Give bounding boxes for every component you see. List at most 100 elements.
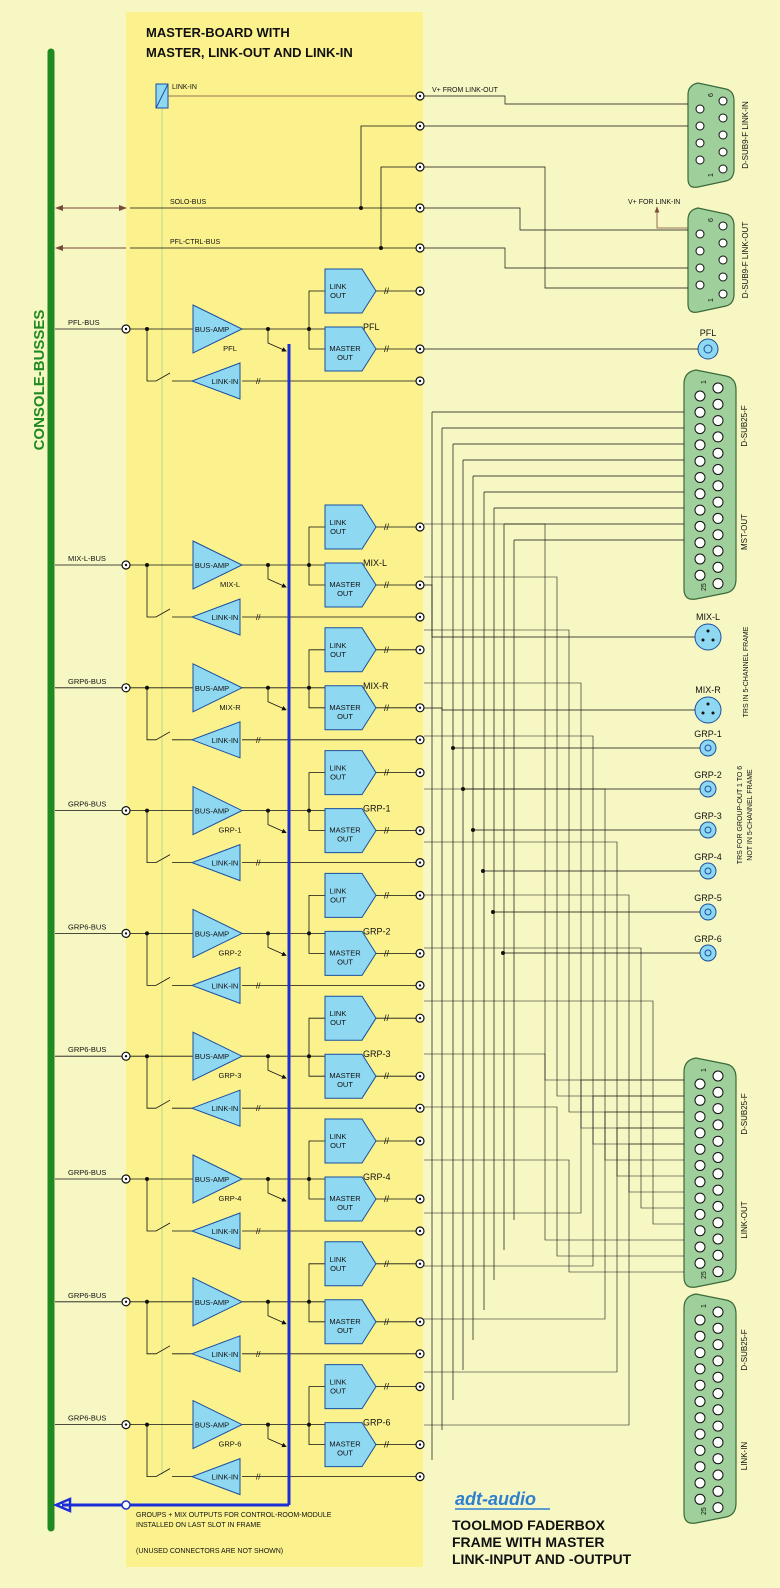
master-out-block <box>324 930 377 976</box>
dsub25-pin <box>694 472 706 483</box>
link-out-block <box>324 995 377 1041</box>
link-out-label-1: LINK <box>330 1009 347 1018</box>
link-in-label: LINK-IN <box>212 1227 239 1236</box>
bus-amp-block <box>192 1276 244 1327</box>
link-in-block <box>190 721 241 759</box>
dsub25-pin <box>694 1396 706 1407</box>
master-out-name: GRP-4 <box>363 1172 391 1182</box>
master-out-label-1: MASTER <box>329 1071 361 1080</box>
header-line-2: MASTER, LINK-OUT AND LINK-IN <box>146 45 353 60</box>
dsub25-pin <box>712 1200 724 1212</box>
bus-amp-name: GRP-2 <box>219 948 242 957</box>
link-out-label-2: OUT <box>330 1387 346 1396</box>
grp-jack-label: GRP-3 <box>694 811 722 821</box>
master-out-name: GRP-1 <box>363 804 391 814</box>
channel-strip: GRP6-BUSBUS-AMPLINK-INLINKOUTMASTEROUT//… <box>55 1241 425 1373</box>
svg-text://: // <box>384 1382 390 1392</box>
svg-text://: // <box>384 522 390 532</box>
bus-amp-label: BUS-AMP <box>195 1421 229 1430</box>
link-out-label-1: LINK <box>330 764 347 773</box>
dsub25-pin <box>694 406 706 418</box>
link-out-block <box>324 268 377 314</box>
grp-jack-label: GRP-5 <box>694 893 722 903</box>
dsub25-pin <box>694 1208 706 1220</box>
master-out-label-1: MASTER <box>329 1440 361 1449</box>
dsub9-pin <box>718 238 728 248</box>
dsub25-pin <box>694 1257 706 1269</box>
link-in-relay-label: LINK-IN <box>172 84 197 91</box>
dsub25-pin <box>694 1241 706 1253</box>
svg-text://: // <box>384 1194 390 1204</box>
dsub25-pin <box>694 439 706 451</box>
master-board <box>126 12 423 1567</box>
dsub25-pin <box>712 1119 724 1131</box>
master-out-name: GRP-3 <box>363 1049 391 1059</box>
dsub25-pin <box>712 529 724 541</box>
dsub25-pin <box>712 1070 724 1082</box>
dsub25-pin <box>694 1379 706 1391</box>
dsub25-shell <box>683 1057 737 1288</box>
dsub25-pin <box>712 447 724 459</box>
bus-label: PFL-BUS <box>68 318 100 327</box>
link-in-block <box>190 966 241 1005</box>
dsub25-pin <box>712 1184 724 1196</box>
dsub9-pin <box>695 104 705 114</box>
bus-amp-name: MIX-L <box>220 580 240 589</box>
right-outputs: PFL MIX-L MIX-R TRS IN 5-CHANNEL FRAME T… <box>694 328 754 962</box>
master-out-label-2: OUT <box>337 1449 353 1458</box>
channel-strip: MIX-L-BUSBUS-AMPMIX-LLINK-INLINKOUTMASTE… <box>55 504 425 636</box>
bus-amp-block <box>192 908 244 959</box>
svg-text://: // <box>384 286 390 296</box>
svg-text://: // <box>384 645 390 655</box>
bus-amp-name: GRP-6 <box>219 1440 242 1449</box>
dsub25-pin <box>712 1217 724 1229</box>
bus-amp-label: BUS-AMP <box>195 807 229 816</box>
solo-bus-label: SOLO-BUS <box>170 199 207 206</box>
dsub9-pin-bottom: 1 <box>708 173 715 177</box>
bus-amp-block <box>192 1399 244 1450</box>
bus-amp-name: MIX-R <box>219 703 241 712</box>
dsub25-pin <box>712 1502 724 1514</box>
dsub25-type: D-SUB25-F <box>740 1093 749 1134</box>
dsub25-pin <box>694 1444 706 1456</box>
dsub25-pin <box>694 390 706 402</box>
link-out-block <box>324 1364 377 1410</box>
master-out-label-2: OUT <box>337 835 353 844</box>
svg-text://: // <box>256 377 261 386</box>
link-in-label: LINK-IN <box>212 736 239 745</box>
link-in-label: LINK-IN <box>212 1104 239 1113</box>
grp-note-2: NOT IN 5-CHANNEL FRAME <box>747 769 754 861</box>
bus-label: GRP6-BUS <box>68 1168 106 1177</box>
dsub25-pin-bottom: 25 <box>701 1507 708 1515</box>
xlr-mix-l-label: MIX-L <box>696 612 720 622</box>
link-out-block <box>324 1118 377 1164</box>
dsub9-pin <box>718 255 728 265</box>
console-busses-label: CONSOLE-BUSSES <box>31 310 48 451</box>
dsub9-pin <box>718 147 728 157</box>
dsub9-pin <box>718 96 728 106</box>
dsub25-pin-top: 1 <box>701 1068 708 1072</box>
master-out-block <box>324 685 377 731</box>
dsub9-pin <box>695 155 705 165</box>
link-in-block <box>190 1335 241 1373</box>
pfl-ctrl-bus-label: PFL-CTRL-BUS <box>170 239 221 246</box>
dsub25-pin-top: 1 <box>701 380 708 384</box>
dsub9-pin <box>718 113 728 123</box>
channel-strip: GRP6-BUSBUS-AMPGRP-4LINK-INLINKOUTMASTER… <box>55 1118 425 1250</box>
channel-strip: GRP6-BUSBUS-AMPGRP-3LINK-INLINKOUTMASTER… <box>55 995 425 1127</box>
svg-text://: // <box>384 1259 390 1269</box>
link-out-label-1: LINK <box>330 518 347 527</box>
bus-amp-label: BUS-AMP <box>195 1052 229 1061</box>
link-out-label-2: OUT <box>330 1018 346 1027</box>
bus-amp-name: PFL <box>223 344 237 353</box>
grp-jack <box>699 739 717 757</box>
dsub25-pin <box>712 561 724 573</box>
dsub25-pin-top: 1 <box>701 1304 708 1308</box>
link-out-block <box>324 1241 377 1287</box>
master-out-label-1: MASTER <box>329 1317 361 1326</box>
dsub25-pin <box>694 1347 706 1359</box>
dsub25-pin <box>694 1363 706 1375</box>
link-in-label: LINK-IN <box>212 1350 239 1359</box>
